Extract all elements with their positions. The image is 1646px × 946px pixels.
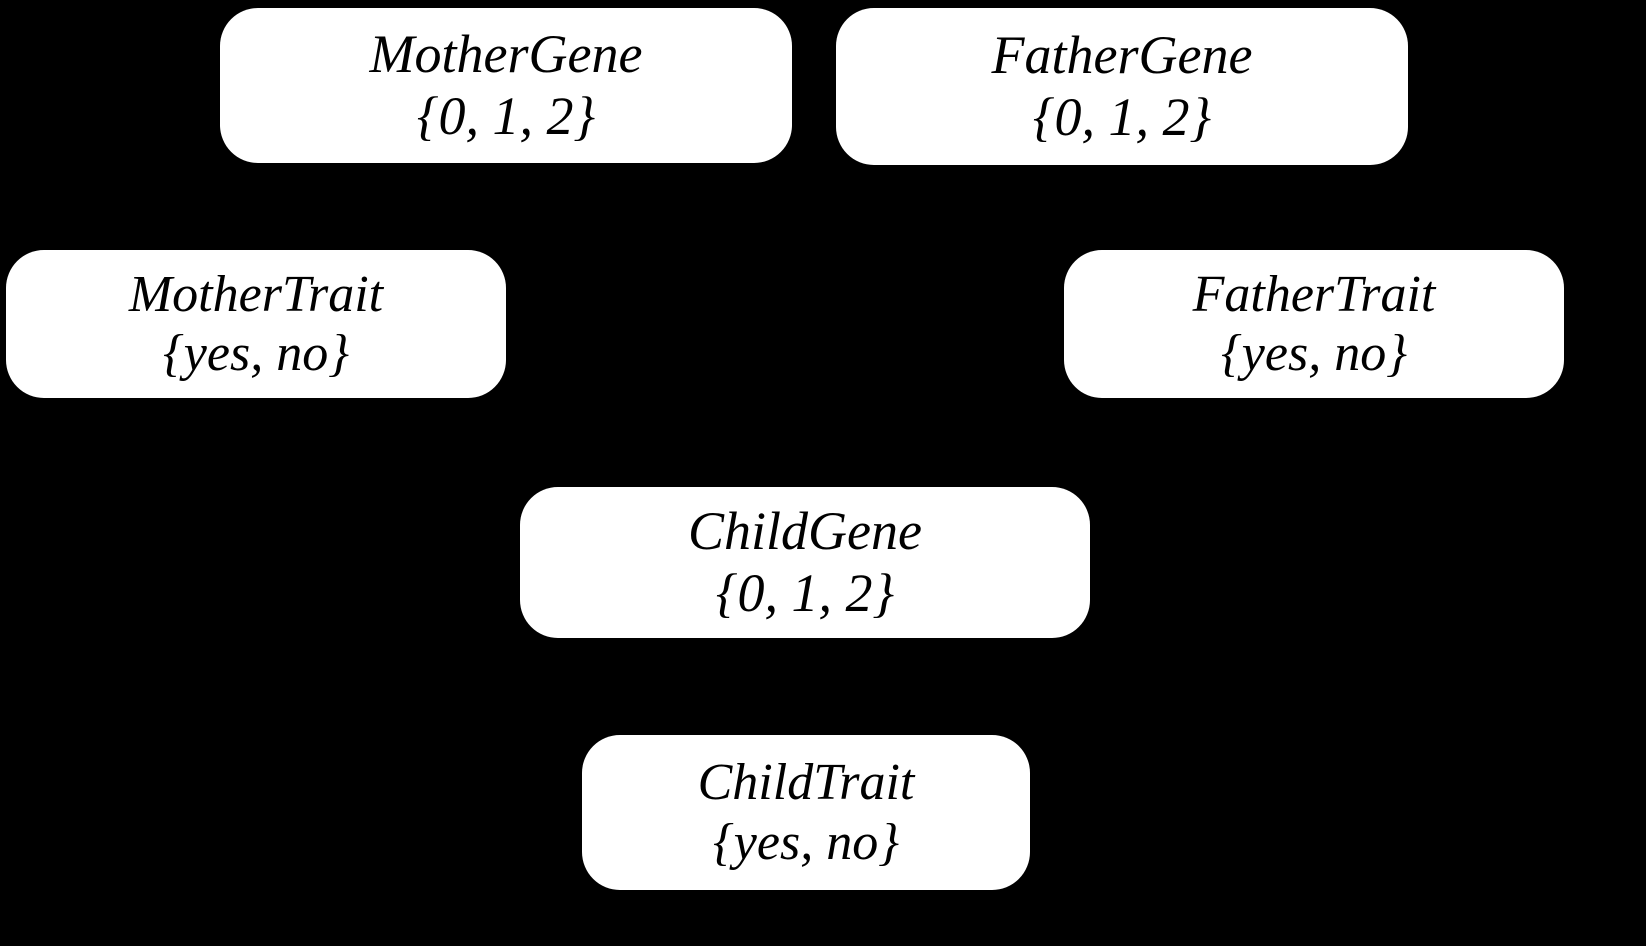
node-father-trait-domain: {yes, no} [1221,325,1407,382]
node-mother-trait-domain: {yes, no} [163,325,349,382]
node-father-trait[interactable]: FatherTrait {yes, no} [1064,250,1564,398]
node-mother-trait[interactable]: MotherTrait {yes, no} [6,250,506,398]
node-child-gene-domain: {0, 1, 2} [715,562,895,623]
node-father-trait-label: FatherTrait [1192,265,1436,323]
node-mother-trait-label: MotherTrait [128,265,384,323]
node-child-gene-label: ChildGene [688,500,922,561]
node-mother-gene[interactable]: MotherGene {0, 1, 2} [220,8,792,163]
node-father-gene[interactable]: FatherGene {0, 1, 2} [836,8,1408,165]
node-child-gene[interactable]: ChildGene {0, 1, 2} [520,487,1090,638]
node-father-gene-domain: {0, 1, 2} [1032,86,1212,147]
node-father-gene-label: FatherGene [991,24,1253,85]
node-child-trait-domain: {yes, no} [713,813,899,871]
node-child-trait[interactable]: ChildTrait {yes, no} [582,735,1030,890]
node-mother-gene-domain: {0, 1, 2} [416,85,596,146]
node-mother-gene-label: MotherGene [369,23,643,84]
node-child-trait-label: ChildTrait [697,754,915,812]
